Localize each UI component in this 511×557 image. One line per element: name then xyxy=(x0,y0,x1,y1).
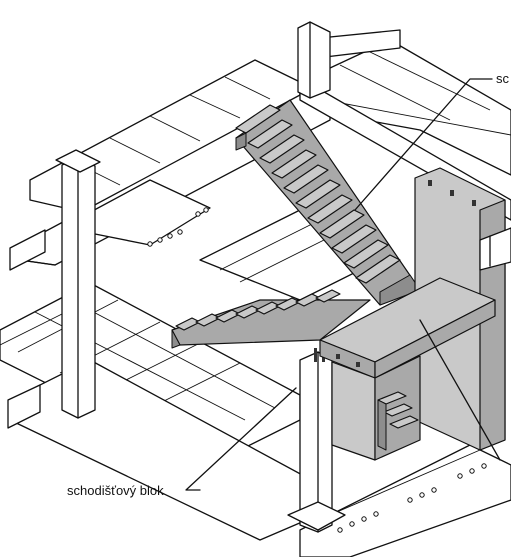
lower-stair-flight xyxy=(171,289,371,349)
upper-stair-flight xyxy=(235,99,421,306)
leader-lines xyxy=(185,78,501,491)
label-top-right: sc xyxy=(496,71,510,86)
label-stair-block: schodišťový blok xyxy=(67,483,164,498)
top-right-panel xyxy=(479,227,511,271)
columns xyxy=(55,21,346,533)
